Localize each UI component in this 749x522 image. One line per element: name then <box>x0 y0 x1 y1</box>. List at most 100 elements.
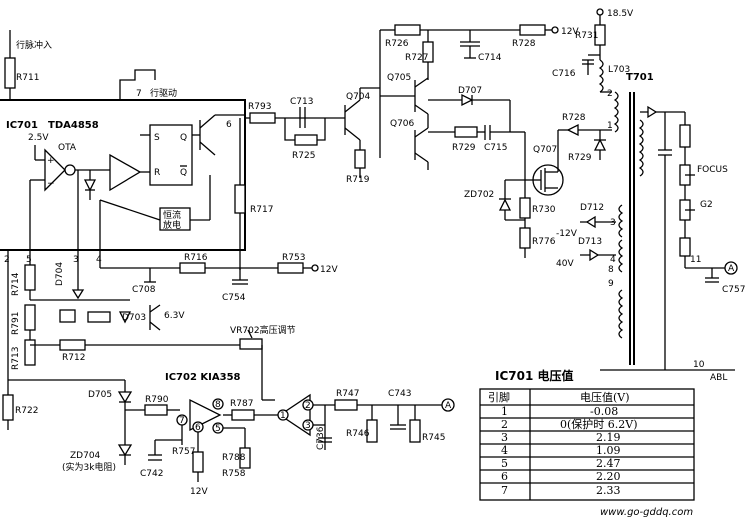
t701-pin8: 8 <box>608 265 614 275</box>
focus-label: FOCUS <box>697 165 728 175</box>
r719-label: R719 <box>346 175 370 185</box>
r731-label: R731 <box>575 31 598 41</box>
l703-label: L703 <box>608 65 630 75</box>
r746-label: R746 <box>346 429 370 439</box>
hdrive-label: 行驱动 <box>150 87 177 99</box>
zd704-label: ZD704 <box>70 451 101 461</box>
table-cell: 2 <box>501 418 508 431</box>
c714-label: C714 <box>478 53 502 63</box>
op-pin2: 2 <box>305 401 311 411</box>
svg-text:−: − <box>47 179 55 189</box>
v25-label: 2.5V <box>28 133 49 143</box>
r788-label: R788 <box>222 453 246 463</box>
r722-label: R722 <box>15 406 38 416</box>
r725-label: R725 <box>292 151 315 161</box>
table-cell: 2.47 <box>596 457 621 470</box>
ic-pin3: 3 <box>73 255 79 265</box>
d704-label: D704 <box>55 262 65 286</box>
ff-r: R <box>154 168 160 178</box>
d713-label: D713 <box>578 237 602 247</box>
t11-label: 11 <box>690 255 701 265</box>
r747-label: R747 <box>336 389 359 399</box>
r728a-label: R728 <box>512 39 536 49</box>
pin6-label: 6 <box>226 120 232 130</box>
v40-label: 40V <box>556 259 574 269</box>
drive-stage: R793 C713 R725 R717 Q704 R719 <box>234 87 380 270</box>
ic701-block: IC701 TDA4858 2.5V OTA + − S Q R Q <box>0 99 246 265</box>
c743-label: C743 <box>388 389 411 399</box>
c736-label: C736 <box>316 426 326 450</box>
v12a-label: 12V <box>561 27 579 37</box>
v185-label: 18.5V <box>607 9 634 19</box>
r753-label: R753 <box>282 253 305 263</box>
c754-label: C754 <box>222 293 246 303</box>
ff-qbar: Q <box>180 168 187 178</box>
table-cell: 4 <box>501 444 508 457</box>
table-cell: 6 <box>501 470 508 483</box>
mid-left-network: R716 R753 12V C754 C708 <box>99 250 338 303</box>
c716-label: C716 <box>552 69 576 79</box>
op-pin8: 8 <box>215 400 221 410</box>
table-header-pin: 引脚 <box>488 390 510 404</box>
r730-label: R730 <box>532 205 556 215</box>
flyback-stage: 18.5V R731 C716 L703 T701 2 1 R728 R729 <box>552 8 745 383</box>
c713-label: C713 <box>290 97 313 107</box>
r791-label: R791 <box>11 312 21 335</box>
t701-pin1: 1 <box>607 121 613 131</box>
table-cell: 2.20 <box>596 470 621 483</box>
c742-label: C742 <box>140 469 163 479</box>
c715-label: C715 <box>484 143 507 153</box>
r776-label: R776 <box>532 237 556 247</box>
r790-label: R790 <box>145 395 169 405</box>
r713-label: R713 <box>11 347 21 370</box>
q705-label: Q705 <box>387 73 411 83</box>
ota-label: OTA <box>58 143 77 153</box>
table-cell: 2.19 <box>596 431 621 444</box>
cd2-label: 放电 <box>163 219 181 231</box>
r712-label: R712 <box>62 353 85 363</box>
table-cell: 1.09 <box>596 444 621 457</box>
r757-label: R757 <box>172 447 195 457</box>
c757-label: C757 <box>722 285 745 295</box>
ic-pin2: 2 <box>4 255 10 265</box>
table-title: IC701 电压值 <box>495 368 574 383</box>
d703-label: D703 <box>122 313 146 323</box>
watermark: www.go-gddq.com <box>600 507 693 518</box>
ff-s: S <box>154 133 160 143</box>
table-cell: 3 <box>501 431 508 444</box>
zd704-note: (实为3k电阻) <box>62 461 116 473</box>
t701-pin3: 3 <box>610 218 616 228</box>
op-pin1: 1 <box>280 411 286 421</box>
v12c-label: 12V <box>190 487 208 497</box>
r711-label: R711 <box>16 73 39 83</box>
cd1-label: 恒流 <box>163 209 181 221</box>
q704-label: Q704 <box>346 92 371 102</box>
tda-label: TDA4858 <box>48 120 99 131</box>
voltage-table: IC701 电压值 引脚 电压值(V) 1 -0.08 2 0(保护时 6.2V… <box>479 368 695 501</box>
a-node-right: A <box>728 264 735 274</box>
a-node-left: A <box>445 401 452 411</box>
table-cell: 1 <box>501 405 508 418</box>
r716-label: R716 <box>184 253 208 263</box>
g2-label: G2 <box>700 200 713 210</box>
q707-stage: Q707 ZD702 R730 R776 <box>464 129 570 258</box>
table-cell: 2.33 <box>596 484 621 497</box>
q707-label: Q707 <box>533 145 557 155</box>
r729b-label: R729 <box>568 153 592 163</box>
t701-pin2: 2 <box>607 89 613 99</box>
ic-pin4: 4 <box>96 255 102 265</box>
t701-pin9: 9 <box>608 279 614 289</box>
r758-label: R758 <box>222 469 246 479</box>
zd702-label: ZD702 <box>464 190 494 200</box>
hpulse-label: 行脉冲入 <box>16 39 52 51</box>
abl-label: ABL <box>710 373 727 383</box>
ic702-label: IC702 KIA358 <box>165 372 241 383</box>
t701-label: T701 <box>626 72 654 83</box>
d705-label: D705 <box>88 390 112 400</box>
m12v-label: -12V <box>556 229 578 239</box>
r726-label: R726 <box>385 39 409 49</box>
q706-label: Q706 <box>390 119 415 129</box>
ic702-block: R722 IC702 KIA358 D705 R790 ZD704 (实为3k电… <box>2 250 455 497</box>
r745-label: R745 <box>422 433 445 443</box>
